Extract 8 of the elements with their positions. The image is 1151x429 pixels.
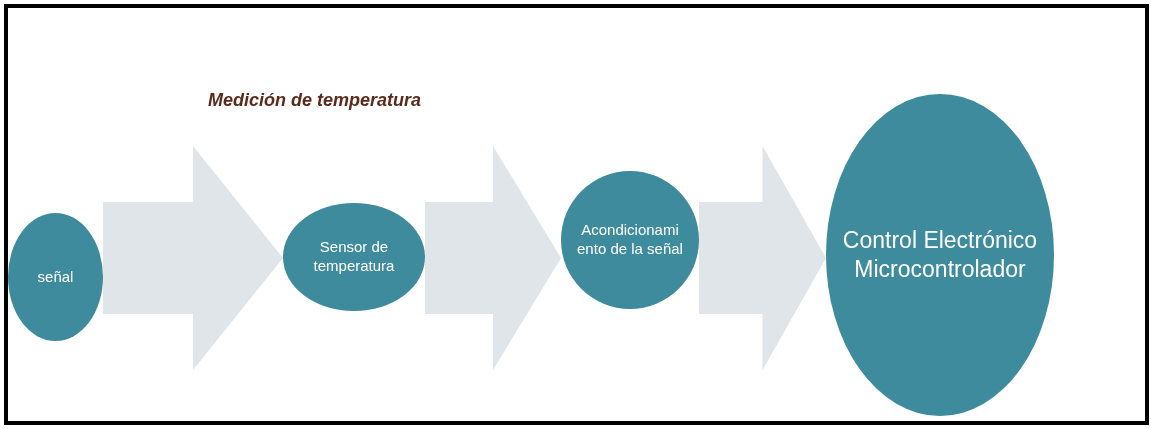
node-label: Acondicionami ento de la señal: [576, 221, 684, 259]
node-label: señal: [37, 267, 74, 287]
block-arrow: [425, 146, 561, 370]
node-label: Control Electrónico Microcontrolador: [842, 226, 1038, 284]
block-arrow: [103, 146, 283, 370]
node-label: Sensor de temperatura: [312, 238, 396, 276]
diagram-title: Medición de temperatura: [208, 90, 422, 111]
block-arrow: [699, 146, 826, 370]
